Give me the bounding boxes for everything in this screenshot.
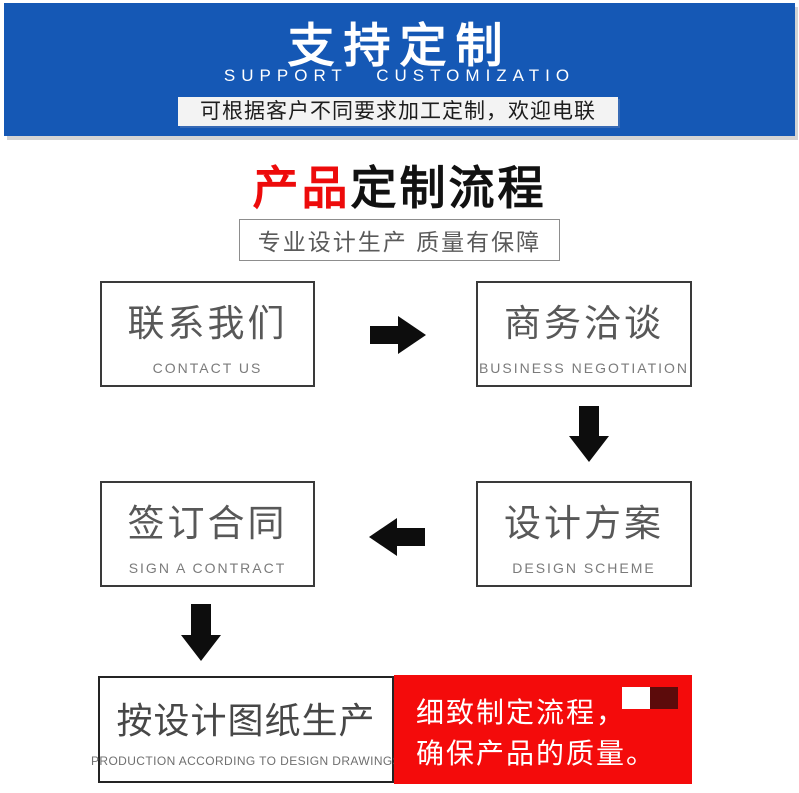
section-title-highlight: 产品 — [252, 162, 351, 214]
quality-note-box: 细致制定流程， 确保产品的质量。 — [394, 675, 692, 784]
arrow-down-icon — [181, 604, 221, 661]
step-zh-label: 按设计图纸生产 — [116, 699, 376, 741]
step-en-label: DESIGN SCHEME — [512, 559, 656, 576]
flow-step-business-negotiation: 商务洽谈 BUSINESS NEGOTIATION — [476, 281, 692, 387]
step-en-label: SIGN A CONTRACT — [128, 559, 287, 576]
decor-square-white — [622, 687, 650, 709]
section-title: 产品定制流程 — [0, 152, 799, 218]
section-title-rest: 定制流程 — [350, 162, 547, 214]
note-line-1: 细致制定流程， — [416, 697, 627, 728]
step-en-label: CONTACT US — [152, 359, 263, 376]
step-zh-label: 商务洽谈 — [504, 302, 664, 344]
step-en-label: PRODUCTION ACCORDING TO DESIGN DRAWINGS — [90, 753, 402, 768]
note-line-2: 确保产品的质量。 — [416, 738, 657, 769]
banner-subtitle: SUPPORT CUSTOMIZATIO — [223, 66, 576, 85]
section-subtitle: 专业设计生产 质量有保障 — [238, 219, 561, 261]
header-banner: 支持定制 SUPPORT CUSTOMIZATIO 可根据客户不同要求加工定制，… — [4, 3, 795, 136]
banner-note: 可根据客户不同要求加工定制，欢迎电联 — [178, 97, 618, 126]
flow-step-design-scheme: 设计方案 DESIGN SCHEME — [476, 481, 692, 587]
decor-square-dark — [650, 687, 678, 709]
banner-title: 支持定制 — [287, 19, 512, 72]
flow-step-production: 按设计图纸生产 PRODUCTION ACCORDING TO DESIGN D… — [91, 676, 401, 783]
section-subtitle-wrap: 专业设计生产 质量有保障 — [0, 219, 799, 261]
step-en-label: BUSINESS NEGOTIATION — [478, 359, 690, 376]
flow-step-contact-us: 联系我们 CONTACT US — [100, 281, 315, 387]
step-zh-label: 设计方案 — [504, 502, 664, 544]
arrow-down-icon — [569, 406, 609, 462]
arrow-right-icon — [370, 316, 426, 354]
arrow-left-icon — [369, 518, 425, 556]
step-zh-label: 联系我们 — [127, 302, 288, 344]
step-zh-label: 签订合同 — [127, 502, 288, 544]
flow-step-sign-contract: 签订合同 SIGN A CONTRACT — [100, 481, 315, 587]
